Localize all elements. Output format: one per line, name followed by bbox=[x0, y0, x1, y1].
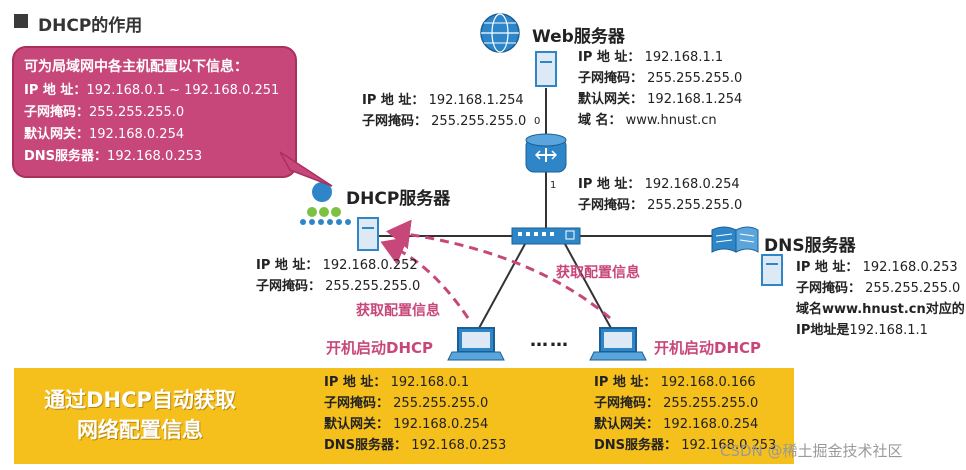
callout-pointer bbox=[280, 151, 333, 187]
router-port-1: 1 bbox=[550, 180, 557, 191]
laptop-icon bbox=[589, 327, 647, 361]
dns-server-icon bbox=[761, 254, 783, 286]
dhcp-server-label: DHCP服务器 bbox=[346, 189, 451, 209]
web-server-info: IP 地 址： 192.168.1.1 子网掩码： 255.255.255.0 … bbox=[578, 50, 743, 128]
globe-icon bbox=[480, 13, 520, 53]
book-icon bbox=[711, 226, 759, 253]
laptop-icon bbox=[447, 327, 505, 361]
dns-server-info: IP 地 址： 192.168.0.253 子网掩码： 255.255.255.… bbox=[796, 260, 965, 338]
watermark: CSDN @稀土掘金技术社区 bbox=[720, 442, 903, 460]
router-port-0: 0 bbox=[534, 116, 541, 127]
request-label-host1: 获取配置信息 bbox=[356, 303, 440, 319]
web-server-label: Web服务器 bbox=[532, 27, 625, 47]
request-arrow-host1 bbox=[380, 236, 470, 319]
dns-server-label: DNS服务器 bbox=[764, 236, 856, 256]
request-arrow-host2 bbox=[386, 219, 611, 320]
web-server-icon bbox=[535, 51, 557, 87]
router-icon bbox=[525, 133, 567, 173]
result-band bbox=[14, 368, 794, 464]
band-caption: 通过DHCP自动获取 网络配置信息 bbox=[44, 388, 236, 442]
page-title: DHCP的作用 bbox=[38, 16, 143, 36]
callout-row: 子网掩码：255.255.255.0 bbox=[24, 105, 185, 120]
callout-row: 默认网关：192.168.0.254 bbox=[24, 127, 185, 142]
users-icon bbox=[300, 182, 351, 225]
title-bullet bbox=[14, 14, 28, 28]
host1-config: IP 地 址： 192.168.0.1 子网掩码： 255.255.255.0 … bbox=[324, 375, 507, 453]
more-hosts-ellipsis: …… bbox=[530, 330, 570, 351]
link-switch-host2 bbox=[564, 243, 613, 331]
dhcp-server-icon bbox=[357, 217, 379, 251]
host1-boot-label: 开机启动DHCP bbox=[326, 339, 434, 357]
host2-boot-label: 开机启动DHCP bbox=[654, 339, 762, 357]
callout-row: IP 地 址：192.168.0.1 ~ 192.168.0.251 bbox=[24, 83, 280, 98]
switch-icon bbox=[511, 227, 581, 245]
request-label-host2: 获取配置信息 bbox=[556, 265, 640, 281]
router-port1-info: IP 地 址： 192.168.0.254 子网掩码： 255.255.255.… bbox=[578, 177, 743, 213]
host2-config: IP 地 址： 192.168.0.166 子网掩码： 255.255.255.… bbox=[594, 375, 777, 453]
callout-heading: 可为局域网中各主机配置以下信息： bbox=[24, 59, 248, 75]
callout-row: DNS服务器：192.168.0.253 bbox=[24, 149, 203, 164]
router-port0-info: IP 地 址： 192.168.1.254 子网掩码： 255.255.255.… bbox=[362, 93, 527, 129]
dhcp-config-callout: 可为局域网中各主机配置以下信息： IP 地 址：192.168.0.1 ~ 19… bbox=[12, 46, 297, 178]
dhcp-server-info: IP 地 址： 192.168.0.252 子网掩码： 255.255.255.… bbox=[256, 258, 421, 294]
link-switch-host1 bbox=[477, 243, 526, 331]
